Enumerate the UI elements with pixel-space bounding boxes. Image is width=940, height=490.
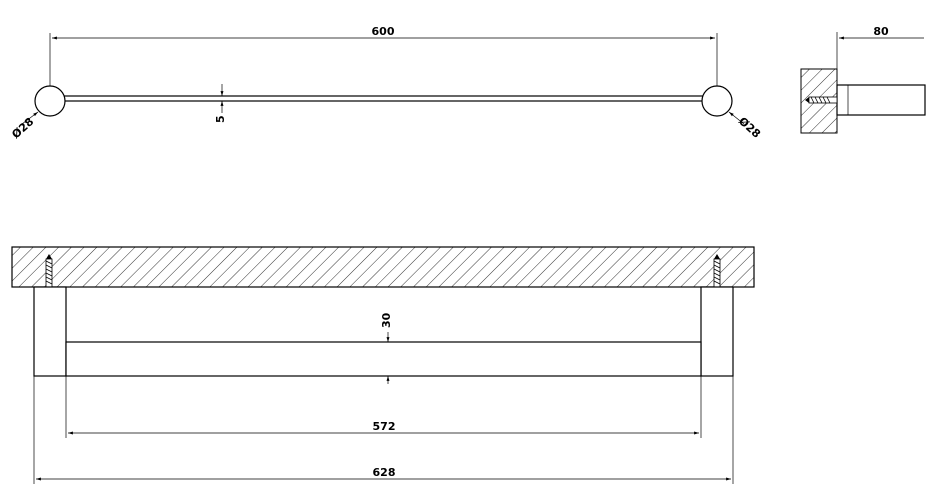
end-cap-right: [701, 85, 733, 117]
diameter-right-label: Ø28: [736, 115, 763, 141]
wall-section-front: [11, 246, 755, 288]
end-cap-left: [34, 85, 66, 117]
diameter-leader-right: [728, 111, 745, 125]
towel-bar-top: [61, 95, 707, 102]
dimension-628-label: 628: [373, 466, 396, 479]
top-view: 600 Ø28 Ø28 5: [9, 25, 763, 141]
screw-left-icon: [45, 254, 53, 288]
towel-bar-front: [65, 341, 702, 377]
dimension-600-label: 600: [372, 25, 395, 38]
screw-right-icon: [713, 254, 721, 288]
diameter-left-label: Ø28: [9, 115, 36, 141]
bracket-right: [700, 286, 734, 377]
front-view: 30 572 628: [11, 246, 755, 484]
thickness-5-label: 5: [214, 115, 227, 123]
bracket-side: [836, 84, 926, 116]
screw-side-icon: [805, 96, 838, 104]
diameter-leader-left: [21, 111, 39, 125]
bracket-left: [33, 286, 67, 377]
dimension-572-label: 572: [373, 420, 396, 433]
dimension-80-label: 80: [873, 25, 889, 38]
side-view: 80: [800, 25, 926, 134]
height-30-label: 30: [380, 312, 393, 328]
